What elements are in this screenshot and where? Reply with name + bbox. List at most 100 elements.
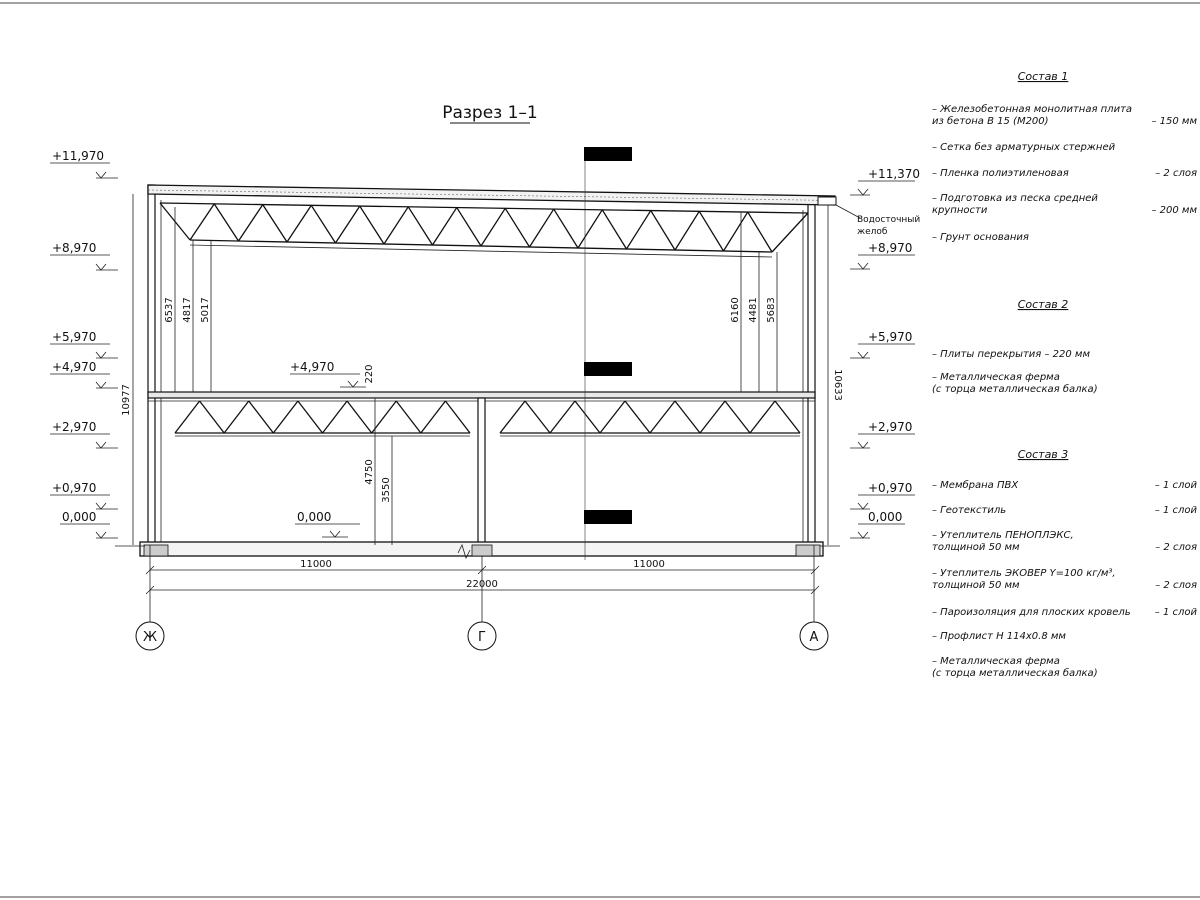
dim-span-0: 11000 xyxy=(300,559,332,570)
dim-left-upper-1: 4817 xyxy=(182,297,193,322)
roof-slab xyxy=(147,184,836,206)
roof-truss xyxy=(159,202,809,258)
level-left-2: +5,970 xyxy=(50,330,118,359)
axis-label-zh: Ж xyxy=(143,630,157,645)
dim-right-upper-0: 6160 xyxy=(730,297,741,322)
spec-item-text: – Мембрана ПВХ xyxy=(932,479,1019,491)
axis-label-g: Г xyxy=(478,630,486,645)
level-markers-right: +11,370 +8,970 +5,970 +2,970 +0,970 0,00… xyxy=(850,167,920,539)
axis-bubble-zh xyxy=(135,621,165,651)
spec-item-text: – Сетка без арматурных стержней xyxy=(932,141,1116,153)
break-mark xyxy=(457,543,471,560)
dim-right-upper-1: 4481 xyxy=(748,297,759,322)
dim-right-total: 10633 xyxy=(832,369,843,401)
spec-item-text: – Подготовка из песка средней xyxy=(932,193,1098,204)
svg-text:+5,970: +5,970 xyxy=(52,330,96,344)
wall-right xyxy=(807,195,816,546)
axis-bubble-g xyxy=(467,621,497,651)
spec-title-1: Состав 1 xyxy=(1018,70,1069,83)
gutter xyxy=(817,196,837,206)
dim-mid-1: 3550 xyxy=(381,477,392,502)
axis-label-a: А xyxy=(810,630,819,645)
svg-text:+4,970: +4,970 xyxy=(290,360,334,374)
section-title: Разрез 1–1 xyxy=(442,103,538,123)
level-inner-ground: 0,000 xyxy=(295,510,360,538)
marker-block-middle xyxy=(584,362,632,376)
specification-notes: Состав 1 – Железобетонная монолитная плит… xyxy=(932,70,1197,679)
level-markers-inner: +4,970 0,000 xyxy=(290,360,366,538)
spec-item-text: (с торца металлическая балка) xyxy=(932,667,1098,679)
level-right-3: +2,970 xyxy=(850,420,915,449)
spec-item-value: – 1 слой xyxy=(1155,607,1198,618)
svg-text:+8,970: +8,970 xyxy=(52,241,96,255)
spec-item-value: – 1 слой xyxy=(1155,480,1198,491)
svg-text:+11,970: +11,970 xyxy=(52,149,104,163)
level-left-3: +4,970 xyxy=(50,360,118,389)
svg-text:+0,970: +0,970 xyxy=(52,481,96,495)
level-left-0: +11,970 xyxy=(50,149,118,179)
gutter-leader xyxy=(835,204,861,219)
level-right-2: +5,970 xyxy=(850,330,915,359)
spec-item-text: – Железобетонная монолитная плита xyxy=(932,103,1132,115)
spec-item-text: – Пароизоляция для плоских кровель xyxy=(932,607,1131,618)
gutter-label-line2: желоб xyxy=(857,227,888,237)
spec-item-text: – Грунт основания xyxy=(932,232,1029,243)
svg-text:0,000: 0,000 xyxy=(868,510,902,524)
vertical-dimensions: 10977 10633 6537 4817 5017 6160 4481 568… xyxy=(121,194,843,545)
level-left-5: +0,970 xyxy=(50,481,118,510)
level-right-1: +8,970 xyxy=(850,241,915,270)
axis-bubble-a xyxy=(799,621,829,651)
roof-insulation-line xyxy=(147,189,836,201)
spec-item-value: – 150 мм xyxy=(1151,116,1197,127)
level-left-1: +8,970 xyxy=(50,241,118,271)
level-right-4: +0,970 xyxy=(850,481,915,510)
floor-trusses xyxy=(174,400,801,437)
marker-block-top xyxy=(584,147,632,161)
level-left-4: +2,970 xyxy=(50,420,118,449)
svg-text:+11,370: +11,370 xyxy=(868,167,920,181)
footing-right xyxy=(795,544,821,557)
wall-left xyxy=(147,184,156,546)
gutter-label-line1: Водосточный xyxy=(857,215,920,225)
svg-text:+2,970: +2,970 xyxy=(52,420,96,434)
spec-item-text: – Профлист Н 114х0.8 мм xyxy=(932,631,1066,642)
floor-slab xyxy=(147,391,816,399)
dim-left-total: 10977 xyxy=(121,384,132,416)
spec-item-text: – Пленка полиэтиленовая xyxy=(932,168,1069,179)
svg-text:+0,970: +0,970 xyxy=(868,481,912,495)
dim-left-upper-2: 5017 xyxy=(200,297,211,322)
spec-item-text: – Утеплитель ЭКОВЕР Y=100 кг/м³, xyxy=(932,568,1116,579)
spec-item-text: – Металлическая ферма xyxy=(932,372,1060,383)
level-right-5: 0,000 xyxy=(850,510,905,539)
level-markers-left: +11,970 +8,970 +5,970 +4,970 +2,970 +0,9… xyxy=(50,149,118,539)
marker-block-bottom xyxy=(584,510,632,524)
spec-item-value: – 2 слоя xyxy=(1155,542,1197,553)
svg-text:+4,970: +4,970 xyxy=(52,360,96,374)
spec-title-3: Состав 3 xyxy=(1018,448,1069,461)
grid-axes: Ж Г А xyxy=(135,545,829,651)
middle-column xyxy=(477,397,486,546)
dim-right-upper-2: 5683 xyxy=(766,297,777,322)
spec-item-value: – 2 слоя xyxy=(1155,580,1197,591)
spec-item-text: толщиной 50 мм xyxy=(932,580,1020,591)
dim-left-upper-0: 6537 xyxy=(164,297,175,322)
spec-item-text: толщиной 50 мм xyxy=(932,542,1020,553)
spec-item-text: – Утеплитель ПЕНОПЛЭКС, xyxy=(932,530,1074,541)
dim-span-1: 11000 xyxy=(633,559,665,570)
svg-text:+2,970: +2,970 xyxy=(868,420,912,434)
level-inner-floor: +4,970 xyxy=(290,360,366,388)
level-right-0: +11,370 xyxy=(850,167,920,196)
spec-item-text: – Металлическая ферма xyxy=(932,656,1060,667)
spec-item-text: из бетона В 15 (М200) xyxy=(932,115,1049,127)
spec-title-2: Состав 2 xyxy=(1018,298,1069,311)
svg-text:0,000: 0,000 xyxy=(297,510,331,524)
spec-item-text: крупности xyxy=(932,205,988,216)
spec-item-value: – 200 мм xyxy=(1151,205,1197,216)
svg-text:0,000: 0,000 xyxy=(62,510,96,524)
spec-item-text: – Плиты перекрытия – 220 мм xyxy=(932,349,1090,360)
footing-middle xyxy=(471,544,493,557)
dim-mid-0: 4750 xyxy=(364,459,375,484)
spec-item-text: (с торца металлическая балка) xyxy=(932,383,1098,395)
building-structure xyxy=(115,147,861,560)
